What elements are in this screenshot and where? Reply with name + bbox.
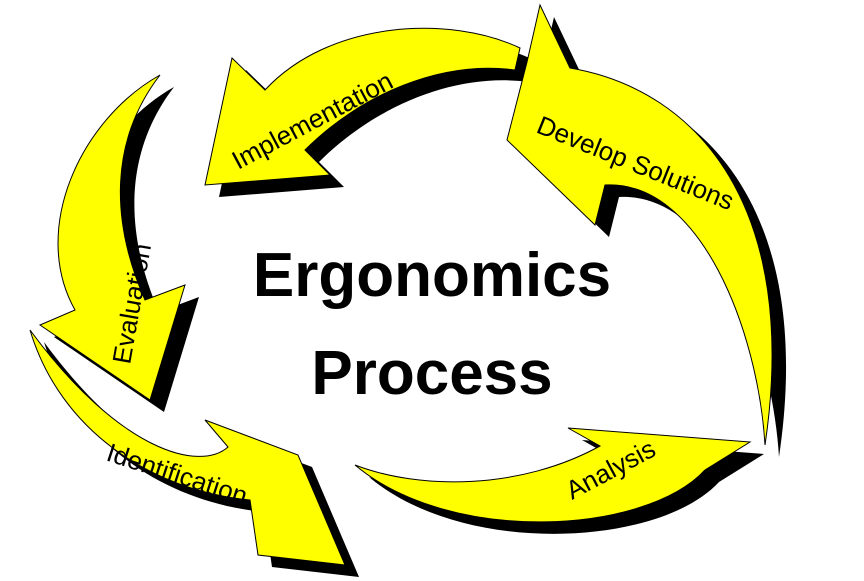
evaluation-arrow <box>38 74 186 401</box>
implementation-arrow <box>204 27 521 186</box>
title-line-2: Process <box>311 339 553 408</box>
analysis-arrow <box>354 427 752 523</box>
title-line-1: Ergonomics <box>252 241 612 310</box>
arrows <box>29 3 773 566</box>
identification-arrow <box>29 329 346 566</box>
develop-solutions-arrow <box>506 3 773 446</box>
